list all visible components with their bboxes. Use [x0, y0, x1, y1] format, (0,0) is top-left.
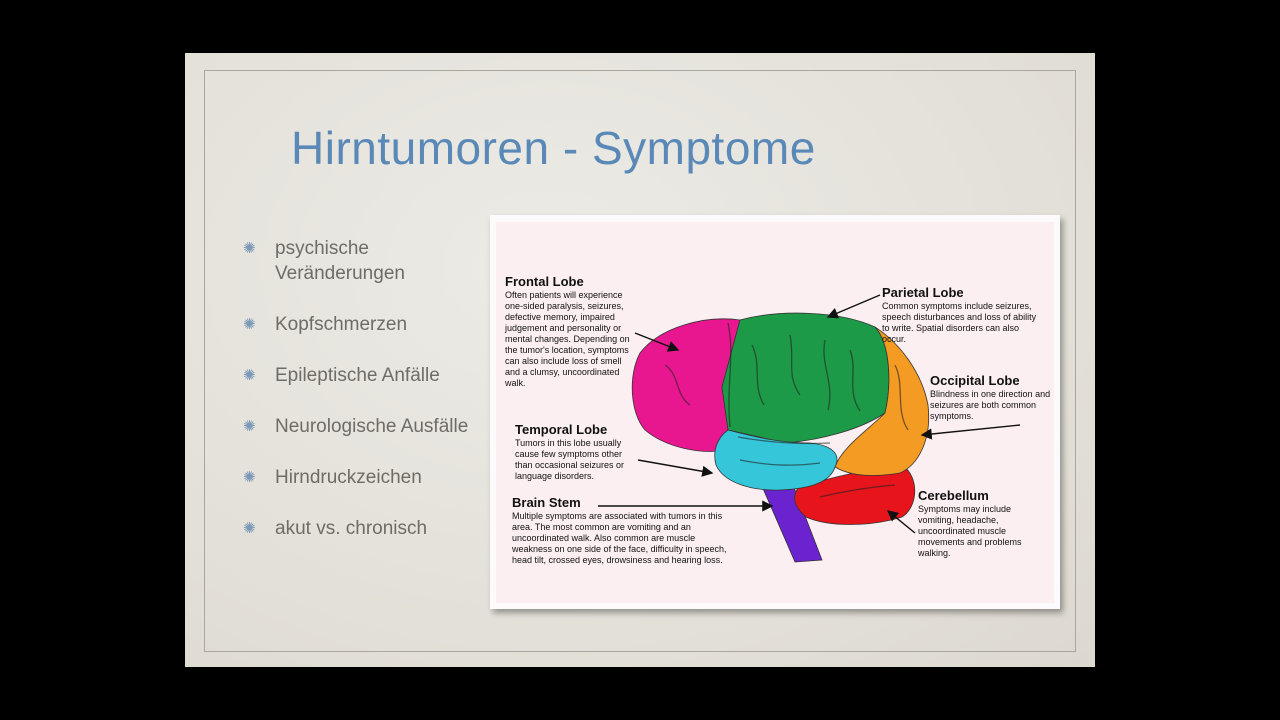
- frontal-lobe-label: Frontal Lobe Often patients will experi­…: [505, 274, 630, 389]
- list-item: ✺psychische Veränderungen: [243, 238, 405, 284]
- cerebellum-label: Cerebellum Symptoms may include vomiting…: [918, 488, 1022, 559]
- asterisk-bullet-icon: ✺: [243, 240, 256, 257]
- temporal-lobe-label: Temporal Lobe Tumors in this lobe usuall…: [515, 422, 625, 482]
- slide-title: Hirntumoren - Symptome: [291, 122, 816, 174]
- list-item: ✺Epileptische Anfälle: [243, 365, 440, 386]
- list-item: ✺Hirndruckzeichen: [243, 467, 422, 488]
- occipital-lobe-region: [834, 326, 930, 476]
- asterisk-bullet-icon: ✺: [243, 418, 256, 435]
- parietal-lobe-label: Parietal Lobe Common symptoms include se…: [882, 285, 1037, 345]
- list-item: ✺akut vs. chronisch: [243, 518, 428, 539]
- asterisk-bullet-icon: ✺: [243, 469, 256, 486]
- temporal-lobe-region: [714, 429, 838, 491]
- frontal-lobe-region: [631, 318, 741, 452]
- slide-frame: [204, 70, 1076, 652]
- bullet-list: ✺psychische Veränderungen ✺Kopfschmerzen…: [243, 236, 485, 567]
- asterisk-bullet-icon: ✺: [243, 367, 256, 384]
- brain-diagram: Frontal Lobe Often patients will experi­…: [490, 215, 1060, 609]
- pointer-arrows: [598, 294, 1021, 534]
- occipital-lobe-label: Occipital Lobe Blindness in one directio…: [930, 373, 1051, 422]
- slide: Hirntumoren - Symptome ✺psychische Verän…: [185, 53, 1095, 667]
- list-item: ✺Kopfschmerzen: [243, 314, 408, 335]
- asterisk-bullet-icon: ✺: [243, 316, 256, 333]
- list-item: ✺Neurologische Ausfälle: [243, 416, 469, 437]
- parietal-lobe-region: [721, 312, 890, 444]
- brain-illustration: [598, 294, 1021, 563]
- brain-stem-label: Brain Stem Multiple symptoms are associa…: [512, 495, 727, 566]
- asterisk-bullet-icon: ✺: [243, 520, 256, 537]
- brain-sulci: [664, 322, 909, 498]
